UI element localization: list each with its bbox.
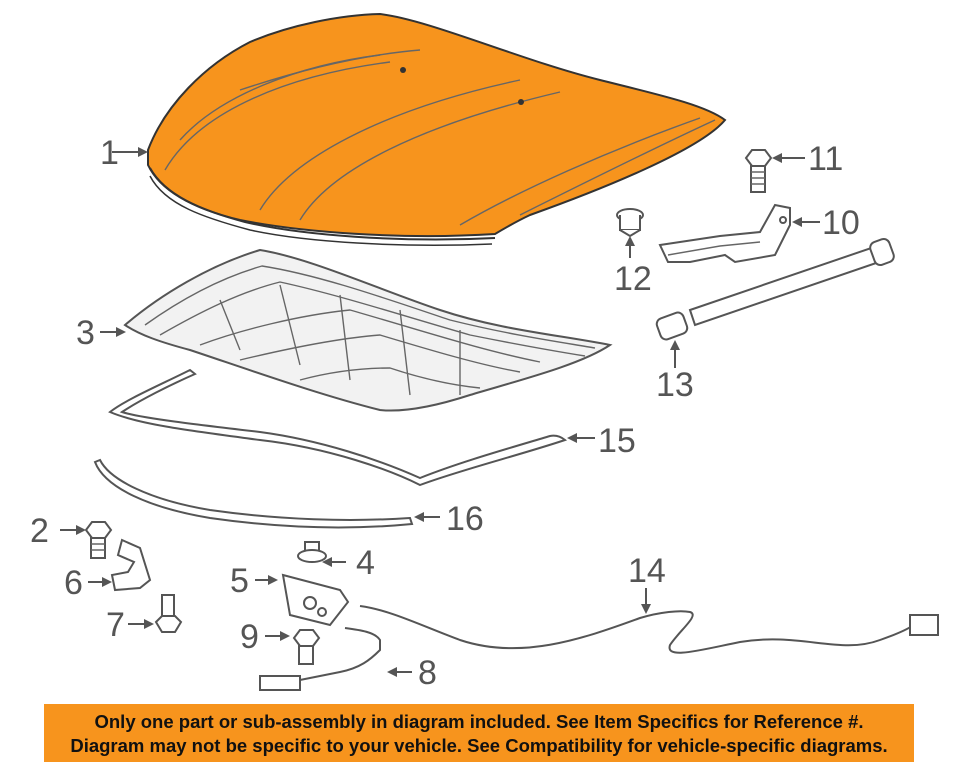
leader-lines <box>60 147 820 677</box>
strut-part-13[interactable] <box>655 237 895 341</box>
insulator-pad-part-3[interactable] <box>123 248 613 412</box>
seal-part-15[interactable] <box>108 368 568 487</box>
hood-part-1[interactable] <box>147 12 727 246</box>
latch-part-5[interactable] <box>281 573 350 627</box>
disclaimer-banner: Only one part or sub-assembly in diagram… <box>44 704 914 762</box>
callout-1: 1 <box>100 134 119 172</box>
callout-4: 4 <box>356 544 375 582</box>
callout-14: 14 <box>628 552 666 590</box>
callout-11: 11 <box>808 140 843 178</box>
callout-13: 13 <box>656 366 694 404</box>
connector-part-14 <box>909 614 939 636</box>
disclaimer-line-2: Diagram may not be specific to your vehi… <box>70 735 888 756</box>
callout-15: 15 <box>598 422 636 460</box>
callout-3: 3 <box>76 314 95 352</box>
callout-5: 5 <box>230 562 249 600</box>
callout-6: 6 <box>64 564 83 602</box>
bolt-part-7[interactable] <box>154 594 183 633</box>
callout-16: 16 <box>446 500 484 538</box>
bolt-part-11[interactable] <box>744 149 773 193</box>
callout-7: 7 <box>106 606 125 644</box>
prop-rod-part-6[interactable] <box>110 538 152 592</box>
cable-part-8[interactable] <box>261 627 381 683</box>
disclaimer-line-1: Only one part or sub-assembly in diagram… <box>94 711 864 732</box>
callout-8: 8 <box>418 654 437 692</box>
bolt-part-9[interactable] <box>292 629 321 665</box>
callout-2: 2 <box>30 512 49 550</box>
seal-part-16[interactable] <box>93 458 414 529</box>
callout-10: 10 <box>822 204 860 242</box>
bumper-part-4[interactable] <box>297 541 327 563</box>
cable-end-part-8 <box>259 675 301 691</box>
callout-9: 9 <box>240 618 259 656</box>
callout-12: 12 <box>614 260 652 298</box>
nut-part-12[interactable] <box>616 208 644 238</box>
bolt-part-2[interactable] <box>84 521 113 559</box>
release-cable-part-14[interactable] <box>359 605 916 654</box>
hinge-part-10[interactable] <box>658 203 791 264</box>
parts-diagram: 1 2 3 4 5 6 7 8 9 10 11 12 13 14 15 16 <box>30 12 939 692</box>
